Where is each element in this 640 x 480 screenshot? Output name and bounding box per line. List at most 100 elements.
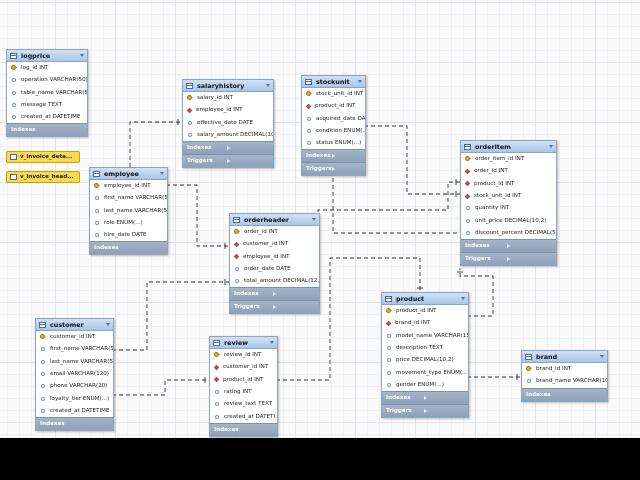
table-header[interactable]: brand (522, 351, 607, 363)
column-row[interactable]: customer_id INT (36, 331, 113, 343)
section-indexes[interactable]: Indexes (90, 241, 167, 255)
column-row[interactable]: customer_id INT (230, 238, 319, 250)
table-header[interactable]: customer (36, 319, 113, 331)
column-row[interactable]: product_id INT (461, 178, 556, 190)
column-row[interactable]: log_id INT (7, 62, 87, 74)
table-header[interactable]: employee (90, 168, 167, 180)
column-row[interactable]: created_at DATETIME (36, 405, 113, 417)
column-row[interactable]: rating INT (210, 386, 277, 398)
column-row[interactable]: created_at DATETIME (7, 111, 87, 123)
collapse-arrow-icon[interactable] (312, 218, 316, 221)
relationship-connector[interactable] (276, 257, 421, 381)
section-triggers[interactable]: Triggers (382, 404, 468, 418)
collapse-arrow-icon[interactable] (600, 355, 604, 358)
column-row[interactable]: order_id INT (461, 165, 556, 177)
collapse-arrow-icon[interactable] (461, 297, 465, 300)
column-row[interactable]: review_text TEXT (210, 398, 277, 410)
column-row[interactable]: stock_unit_id INT (302, 88, 365, 100)
column-row[interactable]: price DECIMAL(10,2) (382, 354, 468, 366)
column-row[interactable]: salary_id INT (183, 92, 273, 104)
expand-arrow-icon[interactable] (507, 244, 552, 249)
column-row[interactable]: role ENUM(...) (90, 217, 167, 229)
column-row[interactable]: message TEXT (7, 99, 87, 111)
section-indexes[interactable]: Indexes (230, 287, 319, 301)
column-row[interactable]: status ENUM(...) (302, 137, 365, 149)
relationship-connector[interactable] (112, 379, 209, 396)
view-view2[interactable]: v_invoice_head... (6, 171, 80, 183)
column-row[interactable]: acquired_date DA... (302, 113, 365, 125)
column-row[interactable]: phone VARCHAR(20) (36, 380, 113, 392)
column-row[interactable]: order_item_id INT (461, 153, 556, 165)
column-row[interactable]: created_at DATETI... (210, 410, 277, 422)
column-row[interactable]: product_id INT (302, 100, 365, 112)
collapse-arrow-icon[interactable] (358, 80, 362, 83)
expand-arrow-icon[interactable] (507, 257, 552, 262)
collapse-arrow-icon[interactable] (549, 145, 553, 148)
column-row[interactable]: model_name VARCHAR(15... (382, 330, 468, 342)
relationship-connector[interactable] (166, 184, 229, 247)
section-indexes[interactable]: Indexes (7, 123, 87, 137)
section-triggers[interactable]: Triggers (230, 300, 319, 314)
column-row[interactable]: brand_name VARCHAR(100) (522, 375, 607, 387)
table-header[interactable]: salaryhistory (183, 80, 273, 92)
column-row[interactable]: hire_date DATE (90, 229, 167, 241)
column-row[interactable]: salary_amount DECIMAL(10,... (183, 129, 273, 141)
relationship-connector[interactable] (112, 281, 229, 351)
table-header[interactable]: orderitem (461, 141, 556, 153)
section-indexes[interactable]: Indexes (210, 422, 277, 436)
expand-arrow-icon[interactable] (332, 154, 361, 159)
section-indexes[interactable]: Indexes (183, 141, 273, 155)
column-row[interactable]: unit_price DECIMAL(10,2) (461, 214, 556, 226)
table-header[interactable]: stockunit (302, 76, 365, 88)
column-row[interactable]: effective_date DATE (183, 117, 273, 129)
column-row[interactable]: employee_id INT (230, 251, 319, 263)
section-indexes[interactable]: Indexes (302, 149, 365, 163)
collapse-arrow-icon[interactable] (106, 323, 110, 326)
table-header[interactable]: product (382, 293, 468, 305)
section-indexes[interactable]: Indexes (522, 387, 607, 401)
section-indexes[interactable]: Indexes (36, 417, 113, 431)
collapse-arrow-icon[interactable] (160, 172, 164, 175)
column-row[interactable]: stock_unit_id INT (461, 190, 556, 202)
expand-arrow-icon[interactable] (226, 159, 270, 164)
column-row[interactable]: employee_id INT (90, 180, 167, 192)
expand-arrow-icon[interactable] (226, 146, 270, 151)
relationship-connector[interactable] (332, 150, 509, 234)
column-row[interactable]: last_name VARCHAR(50) (36, 356, 113, 368)
column-row[interactable]: order_date DATE (230, 263, 319, 275)
column-row[interactable]: total_amount DECIMAL(12,... (230, 275, 319, 287)
section-triggers[interactable]: Triggers (461, 252, 556, 266)
section-indexes[interactable]: Indexes (461, 239, 556, 253)
column-row[interactable]: product_id INT (382, 305, 468, 317)
column-row[interactable]: email VARCHAR(120) (36, 368, 113, 380)
table-header[interactable]: logprice (7, 50, 87, 62)
relationship-connector[interactable] (459, 268, 494, 317)
column-row[interactable]: operation VARCHAR(50) (7, 74, 87, 86)
expand-arrow-icon[interactable] (273, 292, 315, 297)
view-view1[interactable]: v_invoice_deta... (6, 151, 80, 163)
expand-arrow-icon[interactable] (423, 396, 465, 401)
collapse-arrow-icon[interactable] (266, 84, 270, 87)
section-triggers[interactable]: Triggers (183, 154, 273, 168)
expand-arrow-icon[interactable] (423, 409, 465, 414)
relationship-connector[interactable] (364, 125, 460, 195)
table-header[interactable]: review (210, 337, 277, 349)
collapse-arrow-icon[interactable] (270, 341, 274, 344)
column-row[interactable]: description TEXT (382, 342, 468, 354)
column-row[interactable]: table_name VARCHAR(5... (7, 87, 87, 99)
column-row[interactable]: review_id INT (210, 349, 277, 361)
column-row[interactable]: movement_type ENUM(...) (382, 366, 468, 378)
section-indexes[interactable]: Indexes (382, 391, 468, 405)
column-row[interactable]: gender ENUM(...) (382, 379, 468, 391)
table-header[interactable]: orderheader (230, 214, 319, 226)
